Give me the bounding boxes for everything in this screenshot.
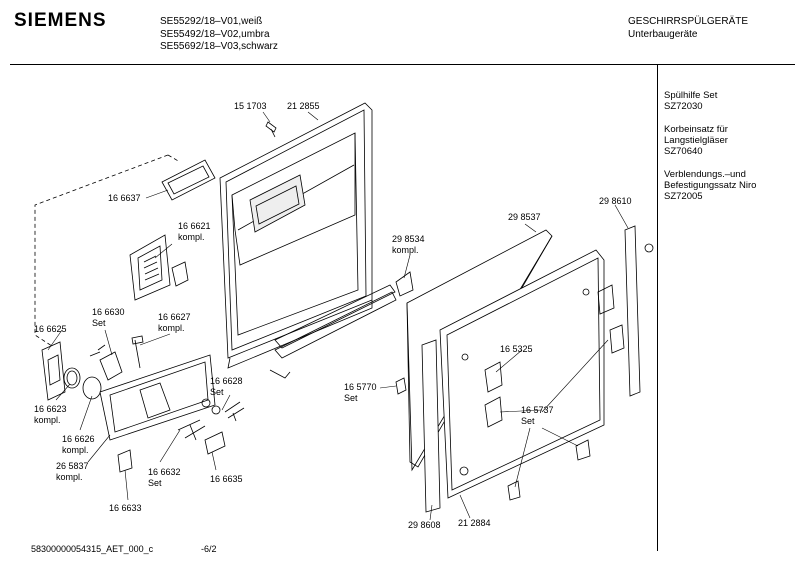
- screw: [265, 121, 277, 138]
- assembly-dashed-outline: [167, 154, 181, 163]
- category-subtitle: Unterbaugeräte: [628, 28, 698, 40]
- model-line: SE55492/18–V02,umbra: [160, 28, 270, 40]
- part-label: 16 5737 Set: [521, 405, 554, 426]
- side-trim: [624, 225, 654, 397]
- assembly-dashed-outline: [34, 154, 169, 351]
- brand-logo: SIEMENS: [14, 10, 107, 31]
- part-label: 16 6630 Set: [92, 307, 125, 328]
- part-label: 16 6635: [210, 474, 243, 484]
- category-title: GESCHIRRSPÜLGERÄTE: [628, 16, 749, 27]
- door-lock-parts: [41, 335, 245, 473]
- accessory-item: Spülhilfe Set SZ72030: [664, 90, 794, 112]
- part-label: 16 6637: [108, 193, 141, 203]
- screw-set: [395, 377, 407, 395]
- part-label: 29 8534 kompl.: [392, 234, 425, 255]
- header-divider: [10, 64, 795, 65]
- inner-door-panel: [219, 102, 373, 369]
- part-label: 29 8608: [408, 520, 441, 530]
- accessory-name: Spülhilfe Set: [664, 90, 718, 101]
- category-block: GESCHIRRSPÜLGERÄTE Unterbaugeräte: [628, 16, 748, 41]
- accessory-item: Korbeinsatz für Langstielgläser SZ70640: [664, 124, 794, 157]
- part-label: 21 2884: [458, 518, 491, 528]
- accessory-code: SZ70640: [664, 146, 703, 157]
- part-label: 21 2855: [287, 101, 320, 111]
- document-id: 58300000054315_AET_000_c: [31, 544, 154, 554]
- part-label: 16 6628 Set: [210, 376, 243, 397]
- detergent-dispenser: [129, 234, 189, 301]
- hinge-strip: [269, 271, 414, 379]
- accessory-name: Verblendungs.–und Befestigungssatz Niro: [664, 169, 757, 191]
- part-label: 16 6621 kompl.: [178, 221, 211, 242]
- sidebar-divider: [657, 65, 658, 551]
- model-line: SE55292/18–V01,weiß: [160, 16, 263, 27]
- part-label: 16 6633: [109, 503, 142, 513]
- part-label: 16 6625: [34, 324, 67, 334]
- model-line: SE55692/18–V03,schwarz: [160, 41, 278, 52]
- part-label: 16 6626 kompl.: [62, 434, 95, 455]
- accessory-item: Verblendungs.–und Befestigungssatz Niro …: [664, 169, 794, 202]
- leader-lines: [47, 111, 629, 521]
- model-list: SE55292/18–V01,weiß SE55492/18–V02,umbra…: [160, 16, 278, 54]
- decor-panel: [439, 249, 625, 501]
- part-label: 16 5770 Set: [344, 382, 377, 403]
- part-label: 29 8610: [599, 196, 632, 206]
- part-label: 29 8537: [508, 212, 541, 222]
- accessory-name: Korbeinsatz für Langstielgläser: [664, 124, 728, 146]
- accessory-code: SZ72030: [664, 101, 703, 112]
- part-label: 16 6627 kompl.: [158, 312, 191, 333]
- part-label: 26 5837 kompl.: [56, 461, 89, 482]
- dispenser-cover: [161, 159, 216, 201]
- part-label: 16 6632 Set: [148, 467, 181, 488]
- part-label: 15 1703: [234, 101, 267, 111]
- accessory-code: SZ72005: [664, 191, 703, 202]
- part-label: 16 5325: [500, 344, 533, 354]
- part-label: 16 6623 kompl.: [34, 404, 67, 425]
- page-number: -6/2: [201, 544, 217, 554]
